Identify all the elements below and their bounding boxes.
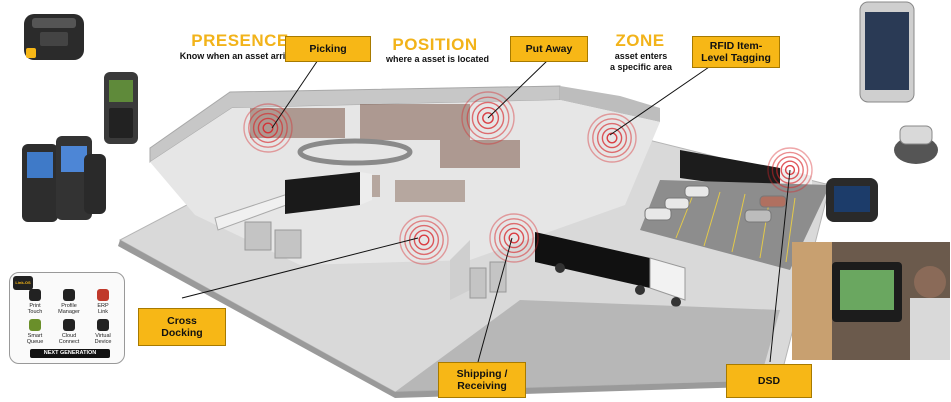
- dock-wall: [450, 240, 470, 300]
- put-away-callout: Put Away: [510, 36, 588, 62]
- dsd-label: DSD: [757, 375, 781, 387]
- rfid-rings: [587, 113, 637, 163]
- cross-docking-line1: Cross: [167, 315, 197, 327]
- zone-heading: ZONE: [615, 31, 665, 50]
- rfid-label-line2: Level Tagging: [701, 52, 771, 64]
- leader-lines: [181, 59, 791, 363]
- put-away-rings: [461, 91, 515, 145]
- dsd-callout: DSD: [726, 364, 812, 398]
- panel-item-cloud-connect: Cloud Connect: [54, 319, 84, 345]
- smart-queue-icon: [29, 319, 41, 331]
- panel-item-profile-manager: Profile Manager: [54, 289, 84, 315]
- panel-item-virtual-device: Virtual Device: [88, 319, 118, 345]
- signal-rings: [243, 91, 813, 265]
- shipping-line2: Receiving: [457, 380, 507, 392]
- wearable-computer-icon: [826, 178, 878, 222]
- vehicle-mount-photo: [792, 242, 950, 360]
- parking-lines: [675, 189, 796, 263]
- put-away-label: Put Away: [525, 43, 573, 55]
- print-touch-icon: [29, 289, 41, 301]
- shipping-line1: Shipping /: [456, 368, 508, 380]
- truck-back: [285, 172, 372, 214]
- profile-manager-icon: [63, 289, 75, 301]
- floor-front-edge: [118, 240, 782, 398]
- picking-rings: [243, 103, 293, 153]
- panel-item-erp-link: ERP Link: [88, 289, 118, 315]
- touch-computer-icon: [859, 1, 915, 103]
- ring-scanner-icon: [894, 125, 938, 164]
- zone-subtitle-line1: asset enters: [614, 51, 668, 61]
- link-os-badge: Link-OS: [13, 276, 33, 290]
- shipping-rings: [489, 213, 539, 263]
- panel-item-smart-queue: Smart Queue: [20, 319, 50, 345]
- cross-docking-callout: Cross Docking: [138, 308, 226, 346]
- mobile-computers-icon: [22, 136, 106, 222]
- presence-heading: PRESENCE: [191, 31, 289, 50]
- next-generation-label: NEXT GENERATION: [30, 349, 110, 358]
- handheld-scanner-icon: [104, 72, 138, 144]
- mobile-printer-icon: [24, 14, 84, 60]
- parked-cars: [644, 185, 787, 223]
- panel-item-print-touch: Print Touch: [20, 289, 50, 315]
- picking-label: Picking: [309, 43, 347, 55]
- zone-subtitle-line2: a specific area: [609, 62, 673, 72]
- position-subtitle: where a asset is located: [385, 54, 490, 64]
- rfid-callout: RFID Item- Level Tagging: [692, 36, 780, 68]
- conveyor-loop: [297, 138, 413, 166]
- interior-floor: [150, 100, 660, 265]
- picking-callout: Picking: [285, 36, 371, 62]
- link-os-panel: Link-OS Print Touch Profile Manager ERP …: [9, 272, 125, 364]
- cross-docking-line2: Docking: [161, 327, 203, 339]
- cloud-connect-icon: [63, 319, 75, 331]
- rfid-label-line1: RFID Item-: [709, 40, 763, 52]
- position-heading: POSITION: [392, 35, 478, 54]
- shipping-receiving-callout: Shipping / Receiving: [438, 362, 526, 398]
- truck-front: [535, 232, 686, 307]
- back-wall-right: [560, 86, 660, 122]
- virtual-device-icon: [97, 319, 109, 331]
- dock-doors: [244, 221, 507, 299]
- presence-subtitle: Know when an asset arrives: [179, 51, 301, 61]
- erp-link-icon: [97, 289, 109, 301]
